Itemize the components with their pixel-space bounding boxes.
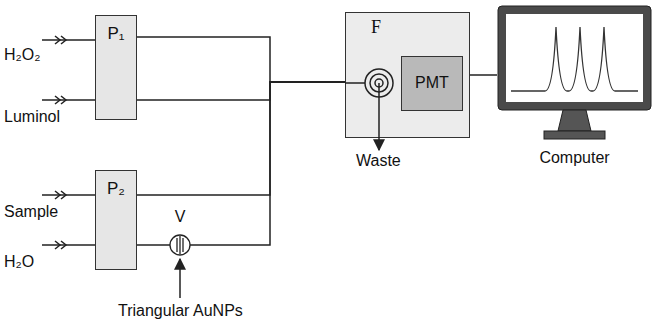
reagent-label: Sample: [4, 203, 58, 221]
flow-line: [137, 37, 345, 82]
flow-line: [190, 82, 345, 245]
reagent-label: Triangular AuNPs: [118, 302, 243, 320]
node-text: PMT: [415, 74, 449, 92]
inlet-line: [42, 194, 95, 196]
flow-chevrons: [55, 191, 66, 199]
injection-valve: V: [165, 208, 195, 258]
flow-chevrons: [55, 36, 66, 44]
flow-chevrons: [55, 96, 66, 104]
reagent-label: Luminol: [4, 108, 60, 126]
pump-box: P₁: [95, 15, 137, 120]
pmt-box: PMT: [401, 56, 463, 111]
computer-node: Computer: [497, 5, 652, 170]
inlet-line: [42, 39, 95, 41]
signal-peaks: [511, 27, 638, 91]
node-text: P₁: [107, 24, 124, 44]
injection-arrow: [179, 259, 181, 298]
node-text: F: [371, 17, 381, 38]
waste-arrow: [378, 83, 380, 150]
monitor-icon: [497, 5, 652, 145]
node-text: V: [165, 208, 195, 226]
flow-line: [470, 74, 497, 76]
reagent-label: H₂O₂: [4, 46, 40, 64]
pump-box: P₂: [95, 170, 137, 270]
valve-symbol: [169, 234, 191, 256]
flow-line: [137, 82, 345, 195]
node-text: P₂: [107, 179, 125, 199]
reagent-label: H₂O: [4, 253, 34, 271]
node-text: Computer: [497, 149, 652, 167]
flow-chevrons: [55, 241, 66, 249]
detector-box: PMT F: [345, 12, 470, 138]
flow-line: [137, 82, 345, 100]
inlet-line: [42, 244, 95, 246]
inlet-line: [42, 99, 95, 101]
flow-line: [137, 244, 170, 246]
outlet-label: Waste: [356, 152, 401, 170]
